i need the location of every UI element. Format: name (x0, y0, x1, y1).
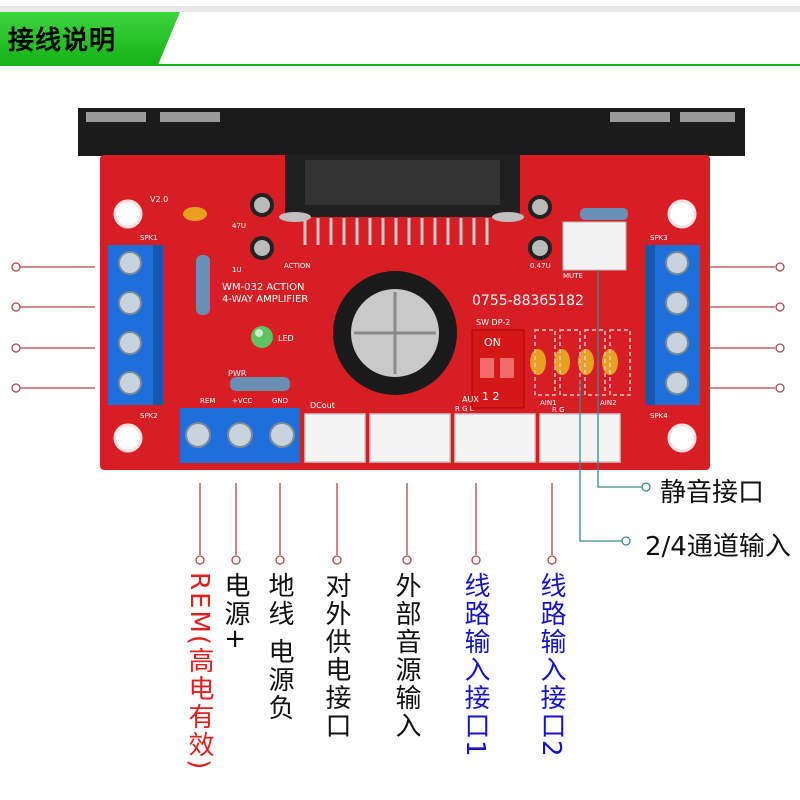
spk2-text: SPK2 (140, 412, 158, 420)
action-text: ACTION (284, 262, 311, 270)
mounting-holes (113, 199, 697, 453)
spk1-text: SPK1 (140, 234, 158, 242)
resistors (196, 208, 628, 391)
ain2-text: AIN2 (600, 399, 617, 407)
ext-audio-label: 外部音源输入 (391, 572, 421, 740)
channel-input-label: 2/4通道输入 (645, 532, 791, 562)
channel-select-area (534, 329, 631, 396)
spk3-text: SPK3 (650, 234, 668, 242)
version-text: V2.0 (150, 195, 168, 204)
spk4-text: SPK4 (650, 412, 668, 420)
vcc-pin-text: +VCC (232, 397, 253, 405)
ain1-text: AIN1 (540, 399, 557, 407)
leader-lines (11, 262, 785, 565)
mute-port-label: 静音接口 (660, 478, 765, 508)
header-divider (0, 64, 800, 66)
header-tab (0, 12, 180, 64)
power-led (251, 326, 273, 348)
line-in1-label: 线路输入接口1 (460, 572, 490, 759)
dc-out-label: 对外供电接口 (321, 572, 351, 740)
main-capacitor (333, 271, 457, 395)
teal-leader-lines (579, 270, 651, 546)
rem-pin-text: REM (200, 397, 215, 405)
aux-text: AUX (462, 395, 479, 404)
switch-nums-text: 1 2 (482, 390, 500, 403)
board-subtitle-text: 4-WAY AMPLIFIER (222, 294, 308, 305)
ground-label: 地线 电源负 (264, 572, 294, 723)
board-model-text: WM-032 ACTION (222, 282, 304, 293)
dcout-text: DCout (310, 401, 335, 410)
led-text: LED (278, 334, 294, 343)
amplifier-ic (279, 155, 524, 245)
input-connectors (304, 413, 621, 463)
page-title: 接线说明 (8, 26, 117, 56)
heatsink (78, 108, 745, 156)
switch-label-text: SW DP-2 (476, 318, 510, 327)
cap-047-text: 0.47U (530, 262, 551, 270)
mute-text: MUTE (563, 272, 583, 280)
header-bar: 接线说明 (0, 0, 800, 75)
cap-1u-text: 1U (232, 266, 242, 274)
gnd-pin-text: GND (272, 397, 288, 405)
pwr-text: PWR (228, 369, 247, 378)
header-strip (0, 6, 800, 12)
power-terminal-block (180, 408, 300, 463)
mute-connector (562, 221, 627, 271)
aux-pins-text: R G L (455, 405, 474, 413)
left-terminal-block (108, 245, 163, 405)
rem-label: REM(高电有效) (184, 572, 214, 772)
cap-47-text: 47U (232, 222, 246, 230)
board-phone-text: 0755-88365182 (472, 293, 584, 309)
switch-on-text: ON (484, 336, 501, 349)
right-terminal-block (645, 245, 700, 405)
small-capacitors (183, 193, 618, 375)
dip-switch (471, 329, 525, 409)
line-in2-label: 线路输入接口2 (536, 572, 566, 759)
power-plus-label: 电源+ (220, 572, 250, 652)
ain-rg-text: R G (552, 406, 565, 414)
